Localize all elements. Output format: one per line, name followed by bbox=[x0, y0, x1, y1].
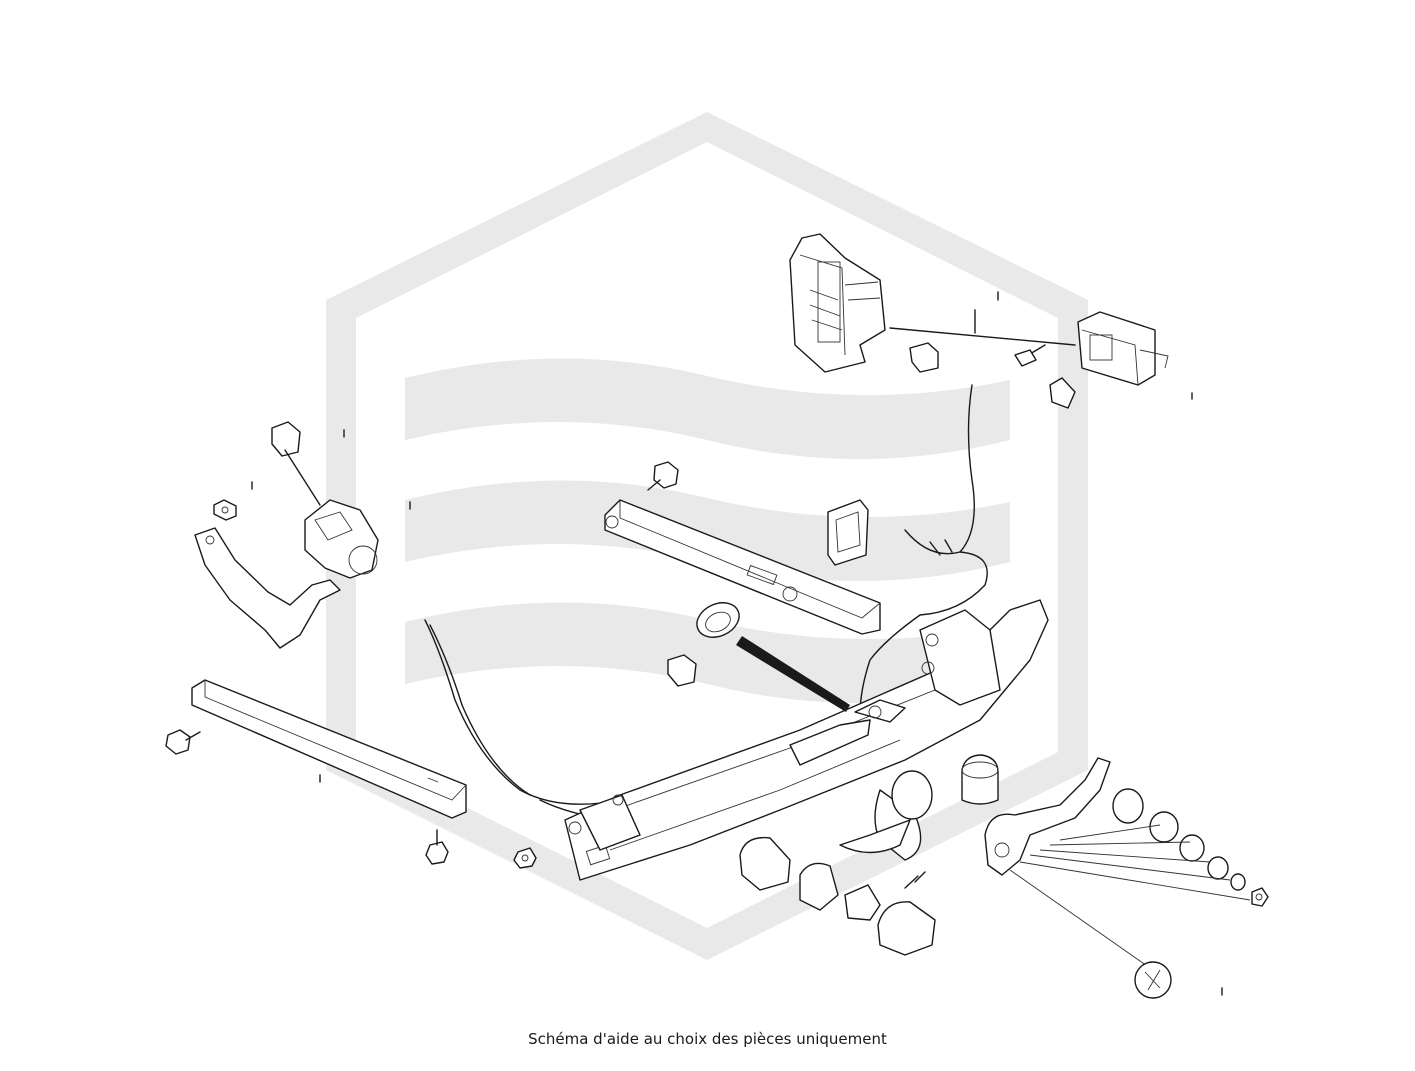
mounting-bracket bbox=[194, 527, 341, 649]
right-bracket-washers bbox=[984, 757, 1251, 999]
diagram-caption: Schéma d'aide au choix des pièces unique… bbox=[528, 1030, 887, 1048]
upper-reinforcement-bar bbox=[604, 499, 881, 635]
wiring-harness bbox=[424, 384, 988, 829]
towbar-module-box bbox=[1077, 311, 1169, 386]
wire-tag bbox=[271, 342, 1076, 687]
cover-plate bbox=[696, 499, 869, 638]
lower-reinforcement-bar bbox=[191, 679, 467, 819]
callout-ticks bbox=[251, 291, 1223, 996]
tow-ball bbox=[839, 754, 999, 861]
tow-bar-crossmember bbox=[564, 599, 1049, 881]
indicator-arrow bbox=[736, 636, 850, 712]
electronic-control-module bbox=[789, 233, 886, 373]
electrical-socket-bottom bbox=[739, 836, 936, 956]
electrical-socket-left bbox=[284, 449, 379, 579]
bolt-icon bbox=[165, 461, 1269, 907]
